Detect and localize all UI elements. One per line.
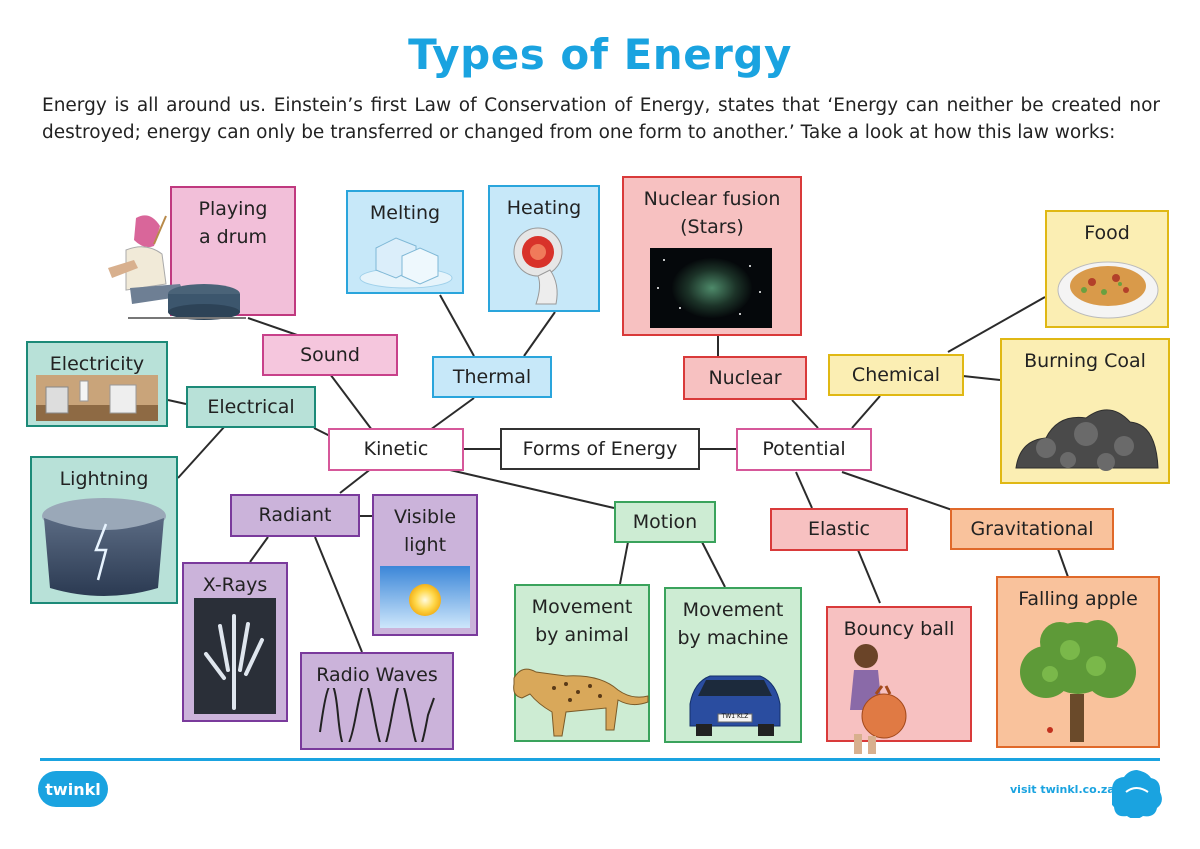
node-nuclear: Nuclear xyxy=(683,356,807,400)
heat-lamp-image xyxy=(513,227,563,305)
lightning-cloud-image xyxy=(42,498,166,596)
child-bouncy-ball-image xyxy=(850,644,907,754)
intro-text: Energy is all around us. Einstein’s firs… xyxy=(42,95,1160,143)
food-plate-image xyxy=(1057,261,1159,319)
appliances-image xyxy=(36,375,158,421)
node-kinetic: Kinetic xyxy=(328,428,464,471)
license-plate: TW1 KLZ xyxy=(721,713,749,720)
node-electrical: Electrical xyxy=(186,386,316,428)
node-motion: Motion xyxy=(614,501,716,543)
drummer-image xyxy=(108,215,246,320)
node-forms-of-energy: Forms of Energy xyxy=(500,428,700,470)
sun-image xyxy=(380,566,470,628)
node-thermal: Thermal xyxy=(432,356,552,398)
node-potential: Potential xyxy=(736,428,872,471)
page-title: Types of Energy xyxy=(408,30,792,79)
stars-image xyxy=(650,248,772,328)
node-radiant: Radiant xyxy=(230,494,360,537)
car-image: TW1 KLZ xyxy=(682,664,788,738)
card-movement-by-animal: Movement by animal xyxy=(514,584,650,742)
xray-hand-image xyxy=(194,598,276,714)
node-gravitational: Gravitational xyxy=(950,508,1114,550)
ice-cubes-image xyxy=(359,237,453,289)
coal-image xyxy=(1015,409,1159,471)
leopard-image xyxy=(513,668,649,737)
quality-badge-icon xyxy=(1112,770,1162,818)
twinkl-logo[interactable]: twinkl xyxy=(38,771,108,807)
apple-tree-image xyxy=(1020,620,1136,742)
node-chemical: Chemical xyxy=(828,354,964,396)
node-elastic: Elastic xyxy=(770,508,908,551)
visit-link[interactable]: visit twinkl.co.za xyxy=(1010,783,1115,796)
footer-divider xyxy=(40,758,1160,761)
radio-wave-image xyxy=(319,688,435,742)
node-sound: Sound xyxy=(262,334,398,376)
